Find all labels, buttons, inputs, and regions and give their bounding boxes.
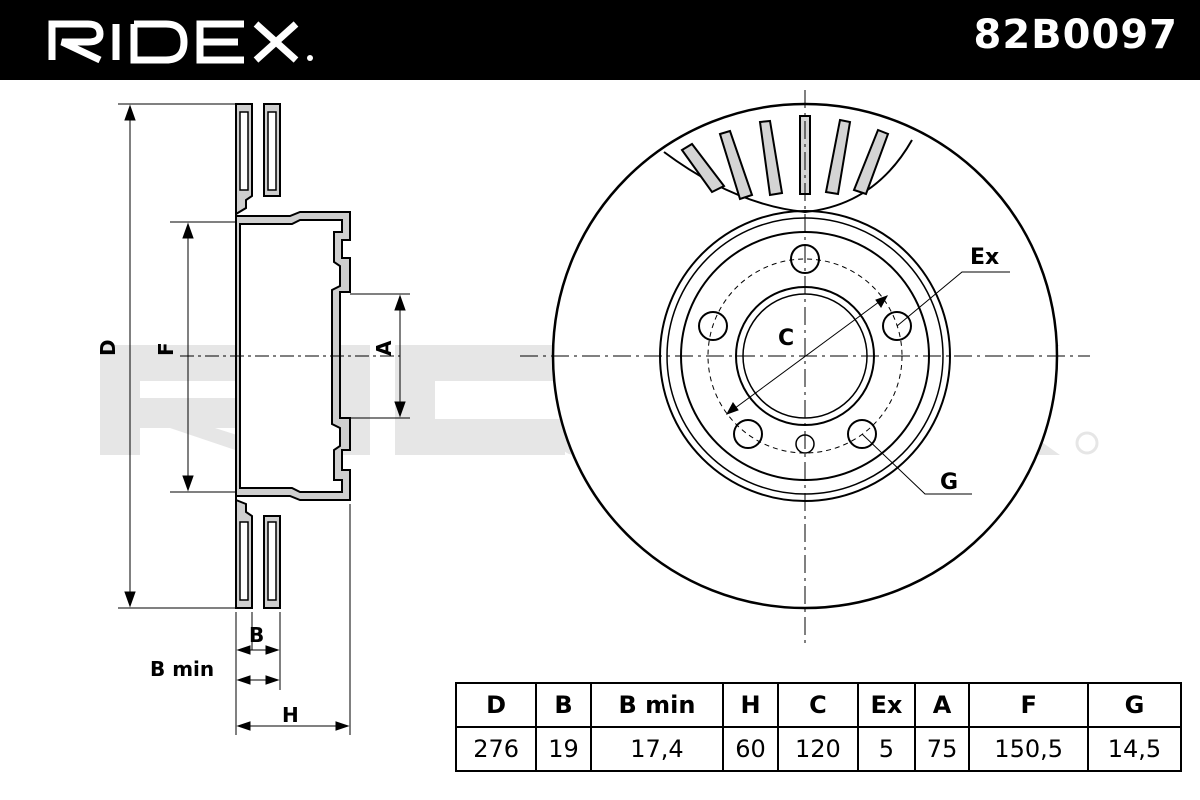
dim-a-label: A	[372, 340, 396, 356]
spec-value-cell: 75	[913, 726, 971, 772]
spec-value-cell: 276	[454, 726, 538, 772]
spec-value-row: 276 19 17,4 60 120 5 75 150,5 14,5	[454, 726, 1183, 772]
front-c-label: C	[778, 326, 794, 351]
front-g-label: G	[940, 470, 958, 495]
spec-header-cell: C	[776, 682, 859, 728]
spec-value-cell: 17,4	[589, 726, 725, 772]
dim-h-label: H	[282, 703, 299, 727]
header-bar: 82B0097	[0, 0, 1200, 80]
product-code: 82B0097	[973, 12, 1178, 58]
dim-bmin-label: B min	[150, 657, 214, 681]
dim-f-label: F	[154, 342, 178, 356]
technical-drawing: D F A B B min H	[96, 90, 1099, 735]
ridex-logo	[48, 20, 313, 64]
spec-header-row: D B B min H C Ex A F G	[454, 682, 1183, 728]
spec-value-cell: 150,5	[968, 726, 1089, 772]
spec-value-cell: 60	[722, 726, 779, 772]
disc-front-view	[520, 90, 1090, 645]
spec-header-cell: B	[535, 682, 592, 728]
spec-value-cell: 14,5	[1086, 726, 1183, 772]
dim-d-label: D	[96, 339, 120, 356]
spec-header-cell: G	[1086, 682, 1183, 728]
front-ex-label: Ex	[970, 245, 999, 270]
spec-header-cell: Ex	[856, 682, 916, 728]
spec-header-cell: D	[454, 682, 538, 728]
spec-value-cell: 120	[776, 726, 859, 772]
spec-header-cell: B min	[589, 682, 725, 728]
spec-header-cell: A	[913, 682, 971, 728]
spec-value-cell: 19	[535, 726, 592, 772]
spec-value-cell: 5	[856, 726, 916, 772]
dim-b-label: B	[249, 623, 264, 647]
spec-header-cell: F	[968, 682, 1089, 728]
spec-header-cell: H	[722, 682, 779, 728]
spec-table: D B B min H C Ex A F G 276 19 17,4 60 12…	[454, 682, 1183, 772]
